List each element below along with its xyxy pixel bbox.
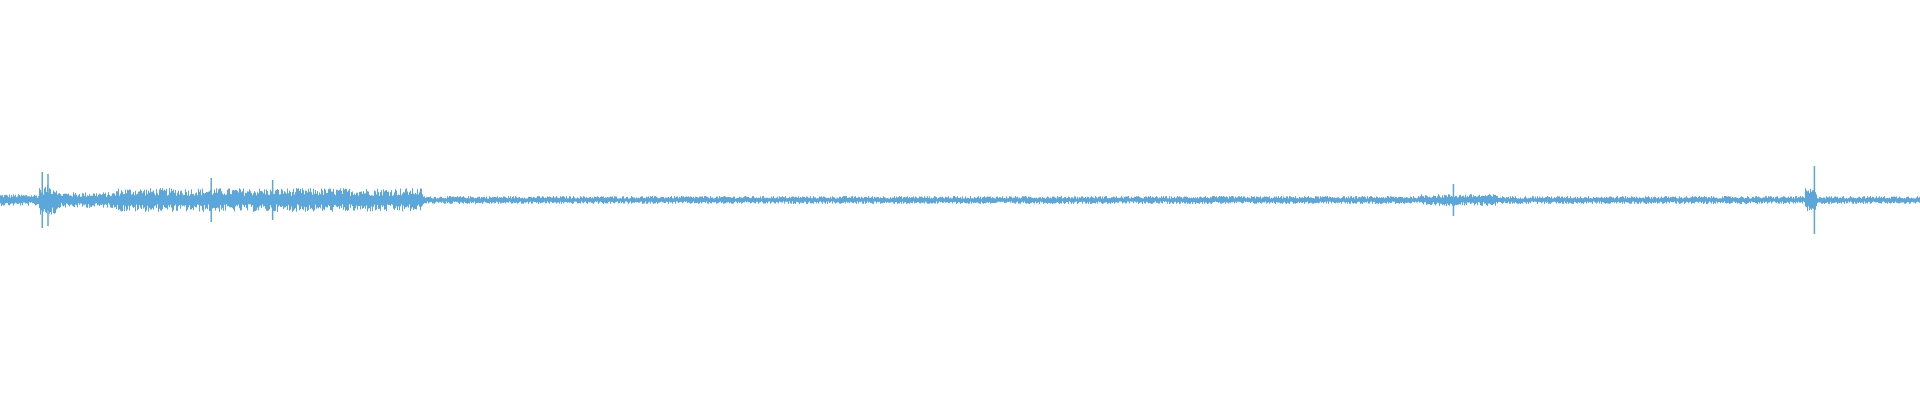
audio-waveform [0, 166, 1920, 234]
waveform-panel [0, 166, 1920, 234]
